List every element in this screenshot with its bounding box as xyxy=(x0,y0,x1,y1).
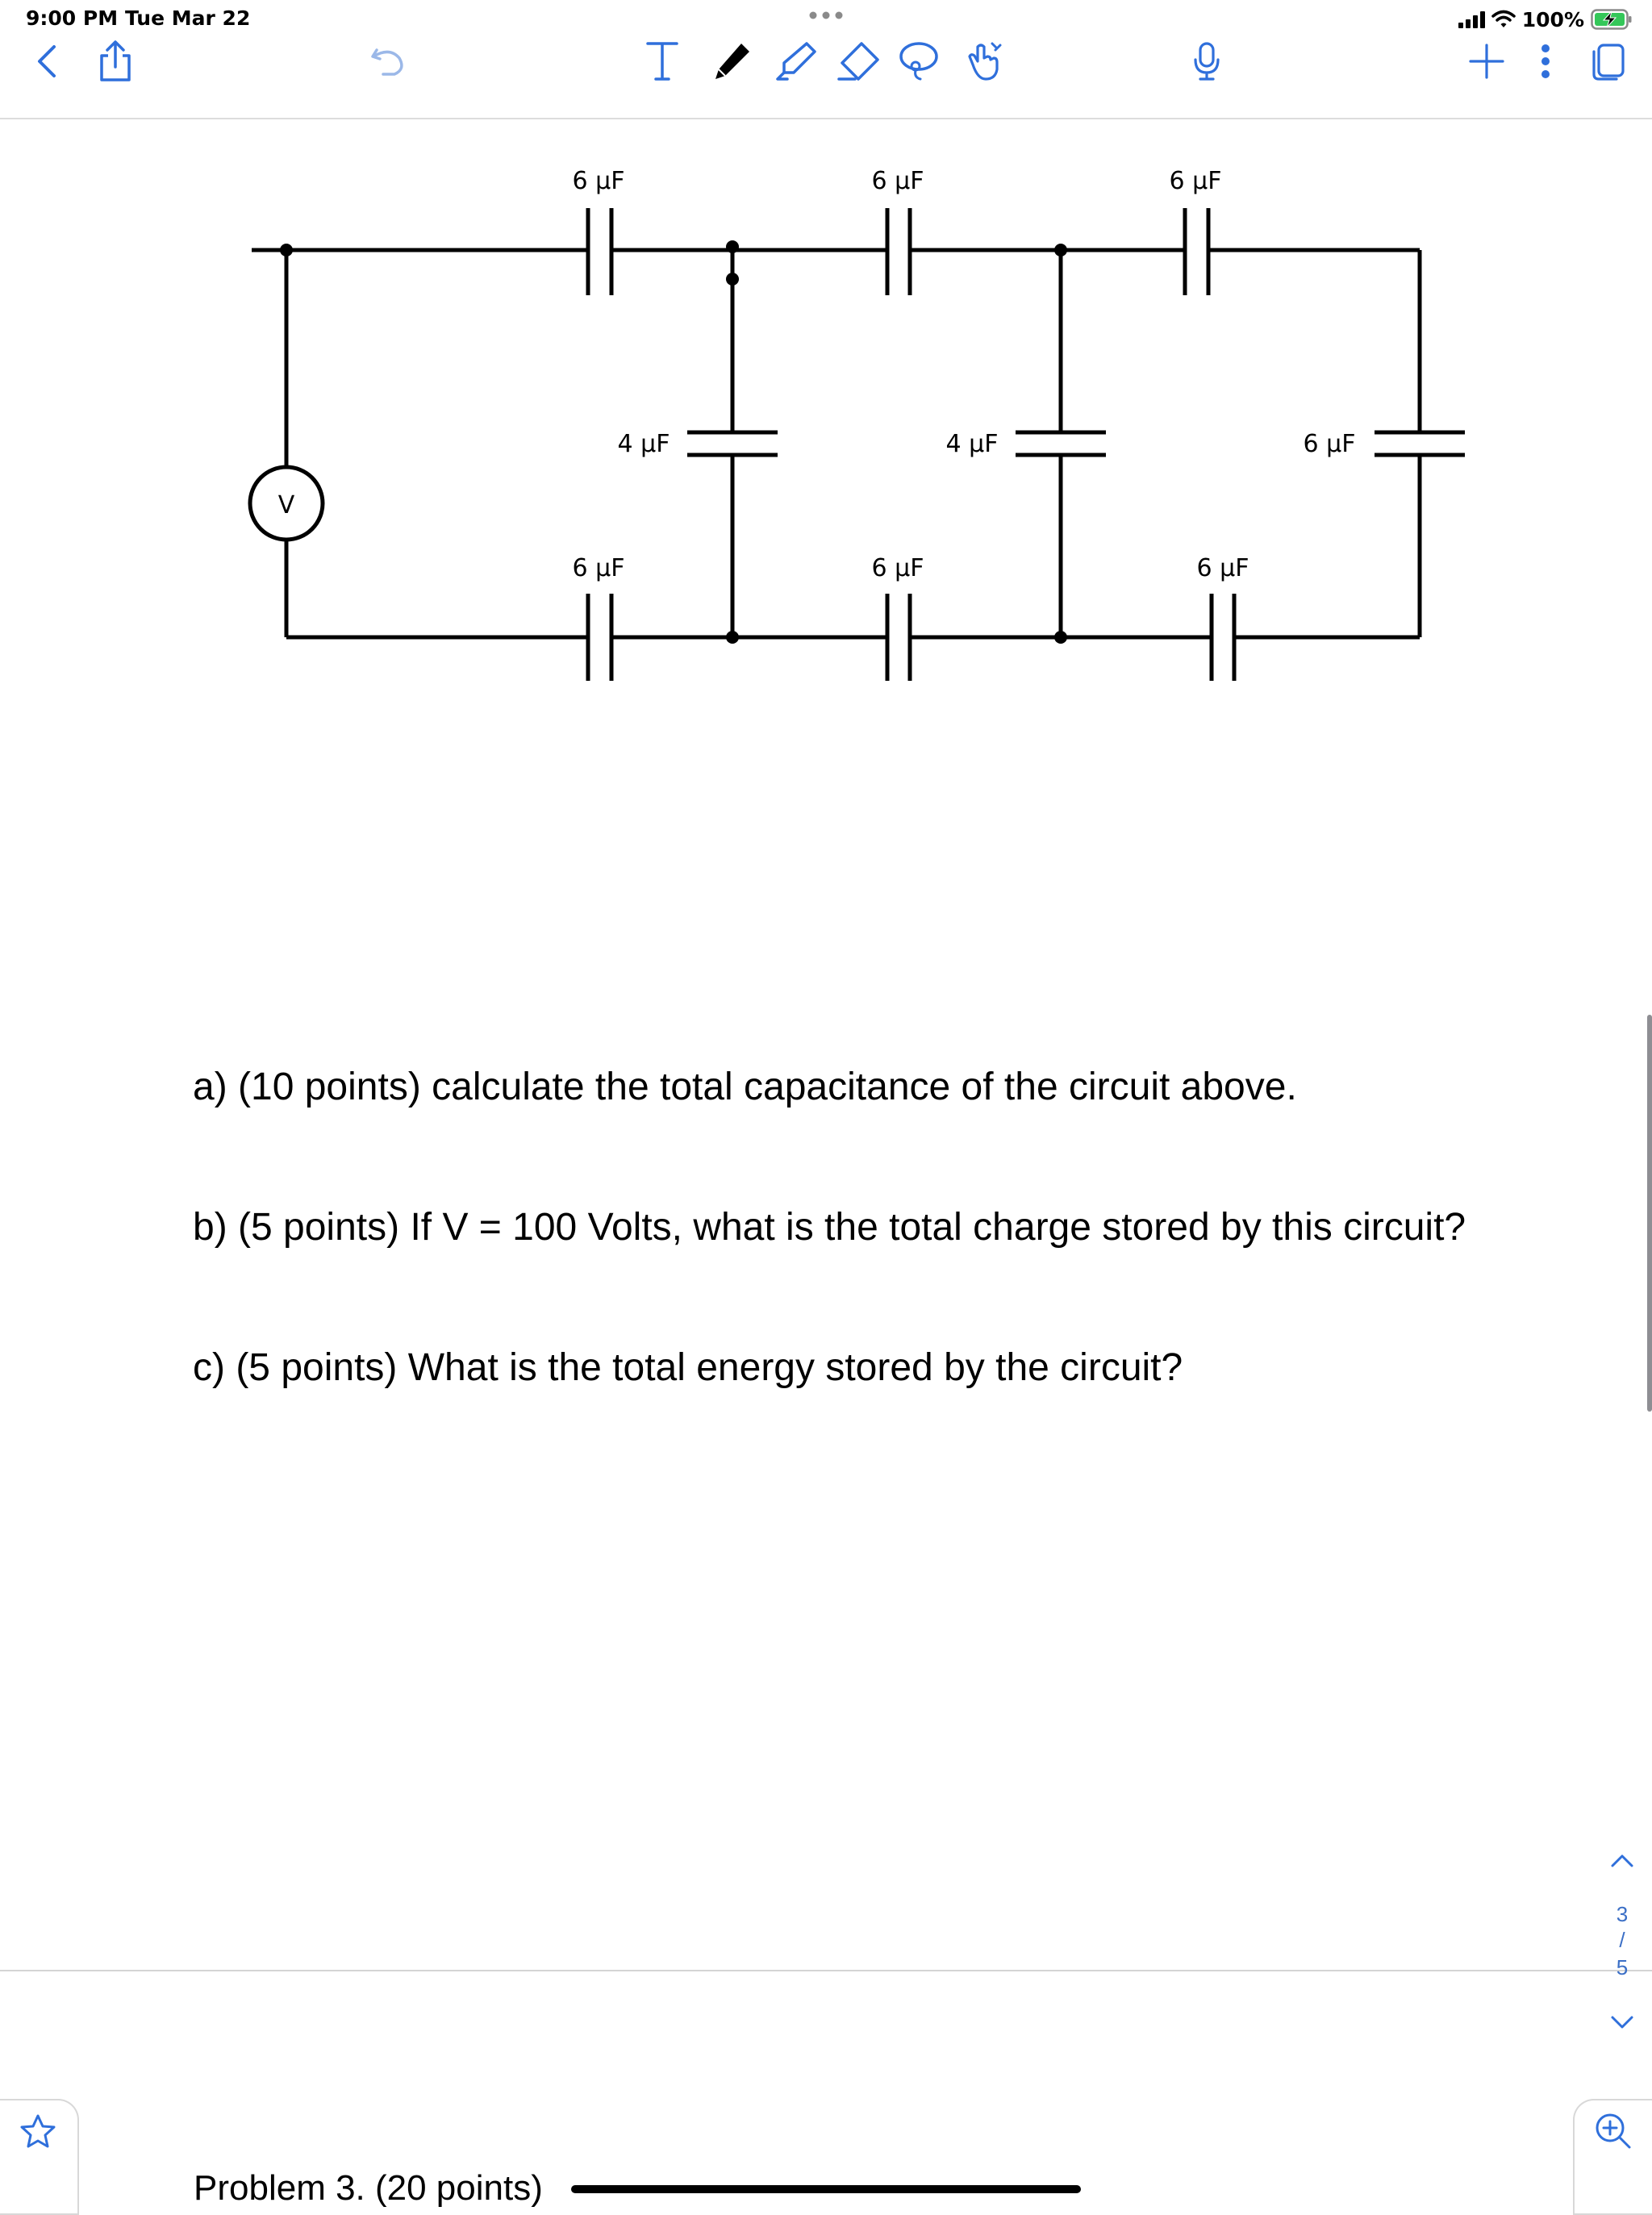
current-page-number: 3 xyxy=(1616,1902,1629,1926)
scrollbar[interactable] xyxy=(1647,1015,1652,1412)
cap-label-top-2: 6 μF xyxy=(872,167,924,195)
page-divider xyxy=(0,1970,1652,1971)
junction-dot xyxy=(1054,244,1067,257)
undo-button[interactable] xyxy=(368,41,408,81)
battery-percent: 100% xyxy=(1521,7,1584,31)
cap-label-mid-2: 4 μF xyxy=(946,430,999,458)
cap-label-bottom-1: 6 μF xyxy=(573,554,625,582)
lasso-tool-button[interactable] xyxy=(897,39,941,84)
more-options-button[interactable] xyxy=(1536,41,1555,81)
microphone-icon xyxy=(1194,42,1220,81)
cap-label-bottom-2: 6 μF xyxy=(872,554,924,582)
eraser-icon xyxy=(837,42,879,81)
voltage-source xyxy=(248,465,325,542)
cap-label-mid-1: 4 μF xyxy=(618,430,670,458)
heading-underline xyxy=(571,2185,1081,2193)
junction-dot xyxy=(280,244,293,257)
question-part-a: a) (10 points) calculate the total capac… xyxy=(193,1066,1297,1108)
star-icon[interactable] xyxy=(19,2113,56,2149)
cap-label-top-1: 6 μF xyxy=(573,167,625,195)
multitasking-dots-icon[interactable] xyxy=(807,10,845,21)
document-page[interactable]: V 6 μF 6 μF 6 μF 4 μF 4 μF 6 μF 6 μF 6 μ… xyxy=(0,119,1652,1975)
record-audio-button[interactable] xyxy=(1189,39,1224,84)
next-page-heading: Problem 3. (20 points) xyxy=(194,2168,543,2208)
battery-charging-icon xyxy=(1591,9,1632,30)
share-icon xyxy=(100,40,131,81)
circuit-diagram: V 6 μF 6 μF 6 μF 4 μF 4 μF 6 μF 6 μF 6 μ… xyxy=(248,167,1465,681)
total-page-number: 5 xyxy=(1616,1955,1629,1979)
status-date: Tue Mar 22 xyxy=(125,6,251,30)
junction-dots xyxy=(280,240,1067,644)
page-separator: / xyxy=(1619,1928,1625,1952)
circuit-wires xyxy=(252,248,1422,640)
pen-tool-button[interactable] xyxy=(710,39,752,84)
add-icon xyxy=(1469,44,1504,79)
cap-label-top-3: 6 μF xyxy=(1170,167,1222,195)
eraser-tool-button[interactable] xyxy=(836,39,881,84)
text-tool-icon xyxy=(646,42,678,81)
hand-pointer-icon xyxy=(968,42,1002,81)
next-page-icon[interactable] xyxy=(1610,2015,1634,2029)
pen-icon xyxy=(715,44,749,79)
back-button[interactable] xyxy=(31,41,63,81)
back-icon xyxy=(38,45,56,77)
pages-button[interactable] xyxy=(1589,40,1628,82)
pages-icon xyxy=(1592,44,1625,81)
capacitor-plates xyxy=(586,208,1465,681)
text-tool-button[interactable] xyxy=(642,38,682,85)
share-button[interactable] xyxy=(95,39,136,84)
junction-dot xyxy=(726,631,739,644)
page-navigator: 3 / 5 xyxy=(1604,1831,1652,2049)
highlighter-tool-button[interactable] xyxy=(774,39,818,84)
zoom-tab[interactable] xyxy=(1573,2099,1652,2215)
lasso-icon xyxy=(899,42,938,81)
cap-label-bottom-3: 6 μF xyxy=(1197,554,1249,582)
more-options-icon xyxy=(1541,44,1550,78)
cap-label-mid-3: 6 μF xyxy=(1304,430,1356,458)
question-part-c: c) (5 points) What is the total energy s… xyxy=(193,1346,1183,1389)
status-time: 9:00 PM xyxy=(26,6,119,30)
toolbar xyxy=(0,39,1652,119)
wifi-icon xyxy=(1491,10,1516,27)
previous-page-icon[interactable] xyxy=(1610,1854,1634,1868)
junction-dot xyxy=(1054,631,1067,644)
junction-dot xyxy=(726,240,739,253)
cellular-signal-icon xyxy=(1458,11,1485,28)
add-page-button[interactable] xyxy=(1466,41,1507,81)
junction-dot xyxy=(726,273,739,286)
voltage-source-label: V xyxy=(278,491,295,519)
question-text: a) (10 points) calculate the total capac… xyxy=(193,970,1466,1485)
undo-icon xyxy=(371,48,403,76)
status-indicators: 100% xyxy=(1458,5,1633,34)
status-bar: 9:00 PM Tue Mar 22 100% xyxy=(0,0,1652,39)
hand-tool-button[interactable] xyxy=(963,39,1007,84)
zoom-in-icon[interactable] xyxy=(1594,2112,1633,2150)
question-part-b: b) (5 points) If V = 100 Volts, what is … xyxy=(193,1206,1466,1249)
highlighter-icon xyxy=(776,42,816,81)
